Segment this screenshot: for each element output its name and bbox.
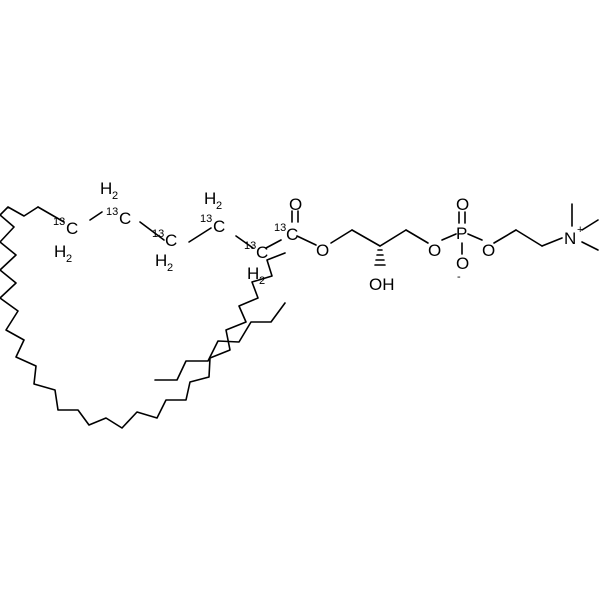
c1-symbol: C — [286, 225, 298, 244]
carbonyl-oxygen-label: O — [289, 195, 302, 214]
bond-n-methyl-down — [581, 241, 599, 251]
c4-hcount: 2 — [167, 262, 173, 274]
bond-och2 — [493, 229, 517, 244]
stereo-hash-wedge — [374, 249, 386, 266]
bond-c2-c3 — [235, 235, 254, 249]
choline-oxygen-label: O — [482, 241, 495, 260]
ester-oxygen-label: O — [316, 241, 329, 260]
c6-hcount: 2 — [66, 253, 72, 265]
ester-group: O O 13 C — [274, 195, 329, 260]
bond-c5-c6 — [89, 211, 103, 221]
glycerol-backbone: OH — [330, 229, 429, 294]
alkyl-tail-end — [154, 302, 286, 381]
hydroxyl-label: OH — [369, 275, 395, 294]
c2-symbol: C — [256, 243, 268, 262]
bond-c6-chain — [37, 206, 65, 223]
phosphate-group: P O O - O O — [428, 195, 495, 283]
nitrogen-label: N — [564, 229, 576, 248]
bond-chiral-ch2 — [379, 229, 407, 247]
phosphorus-label: P — [456, 224, 467, 243]
c4-symbol: C — [165, 231, 177, 250]
bond-c1-ester-o — [296, 235, 317, 246]
c5-hydrogens: H — [100, 179, 112, 198]
nitrogen-charge: + — [577, 224, 583, 236]
c3-hydrogens: H — [204, 189, 216, 208]
bond-o-p-left — [441, 233, 457, 241]
c3-isotope: 13 — [200, 213, 212, 225]
glycerol-phosphate-oxygen-label: O — [428, 241, 441, 260]
c2-hcount: 2 — [259, 275, 265, 287]
c5-isotope: 13 — [106, 206, 118, 218]
bond-ch2ch2 — [515, 229, 543, 247]
bond-ester-o-ch2 — [330, 229, 353, 244]
c2-hydrogens: H — [247, 264, 259, 283]
phosphate-anion-oxygen-label: O — [456, 254, 469, 273]
bond-n-methyl-right — [581, 219, 599, 231]
c5-symbol: C — [119, 209, 131, 228]
phosphate-anion-charge: - — [457, 271, 461, 283]
bond-c4-c5 — [139, 221, 165, 241]
c3-symbol: C — [213, 217, 225, 236]
bond-p-o-right — [467, 233, 483, 241]
c6-hydrogens: H — [54, 242, 66, 261]
c5-hcount: 2 — [112, 190, 118, 202]
c6-isotope: 13 — [53, 216, 65, 228]
bond-c3-c4 — [188, 227, 212, 243]
labeled-acyl-chain: 13 C H 2 13 C H 2 13 C H 2 13 C H 2 13 C… — [37, 179, 282, 287]
c1-isotope: 13 — [274, 222, 286, 234]
bond-ch2-o-phosphate — [405, 229, 429, 244]
c4-hydrogens: H — [155, 251, 167, 270]
c6-symbol: C — [66, 219, 78, 238]
phosphoryl-oxygen-label: O — [456, 195, 469, 214]
bond-ch2-chiral — [351, 229, 381, 247]
choline-group: N + — [493, 203, 599, 251]
c3-hcount: 2 — [216, 200, 222, 212]
bond-ch2n — [541, 237, 563, 247]
alkyl-tail-zigzag — [0, 206, 286, 429]
bond-c1-c2 — [265, 239, 282, 249]
